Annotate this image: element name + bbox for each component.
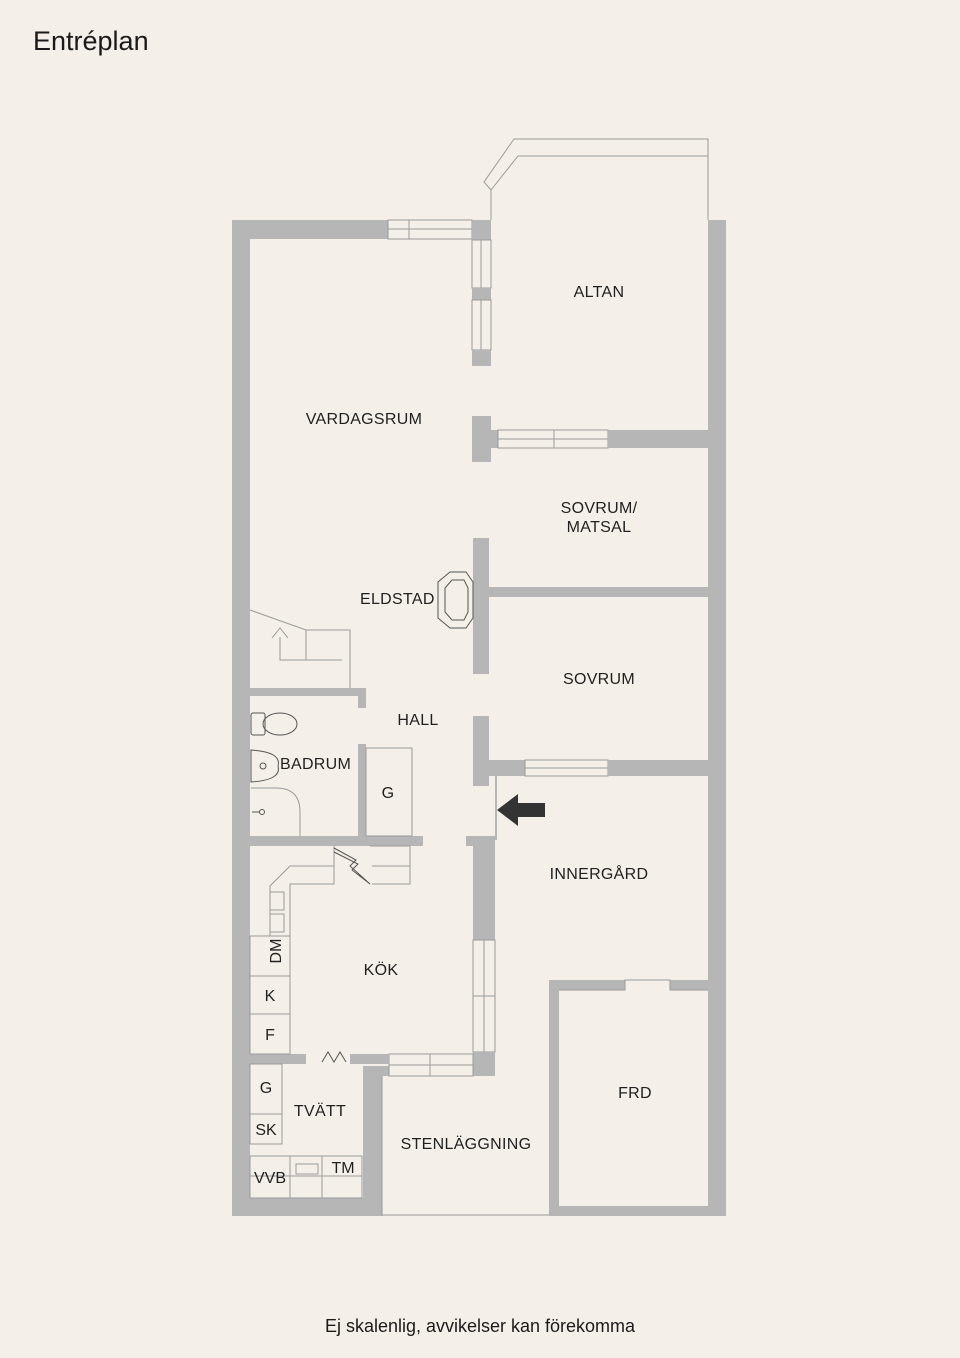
hall-label: HALL [397, 712, 438, 729]
folding-door [321, 1051, 347, 1063]
wall-sovrum-innergard [473, 716, 708, 840]
vvb-label: VVB [254, 1170, 286, 1187]
toilet-icon [250, 712, 298, 736]
f-label: F [265, 1027, 275, 1044]
window-kok-south [388, 1053, 474, 1077]
laundry-fixtures [249, 1063, 363, 1199]
wall-kok-innergard [466, 836, 496, 1076]
vardagsrum-label: VARDAGSRUM [306, 411, 423, 428]
fireplace-icon [437, 571, 474, 629]
hall-closet-label: G [382, 785, 395, 802]
kitchen-counter [249, 845, 411, 1055]
altan-label: ALTAN [574, 284, 625, 301]
eldstad-label: ELDSTAD [360, 591, 435, 608]
stenlaggning-outline [381, 1076, 549, 1216]
stairs [249, 609, 351, 688]
k-label: K [265, 988, 276, 1005]
sovrum-matsal-label-1: SOVRUM/ [561, 500, 638, 517]
exterior-walls [232, 220, 726, 1216]
tm-label: TM [331, 1160, 354, 1177]
dm-label: DM [268, 939, 285, 964]
stenlaggning-label: STENLÄGGNING [401, 1135, 532, 1153]
sk-label: SK [255, 1122, 277, 1139]
wall-sovrum-matsal [473, 538, 708, 674]
tvatt-label: TVÄTT [294, 1102, 346, 1120]
interior-walls [250, 688, 423, 1064]
wall-altan-sovrum [497, 429, 708, 449]
frd-label: FRD [618, 1085, 652, 1102]
kok-label: KÖK [364, 961, 399, 979]
electrical-panel-icon [333, 847, 371, 885]
scale-disclaimer: Ej skalenlig, avvikelser kan förekomma [324, 1316, 636, 1336]
tvatt-g-label: G [260, 1080, 272, 1097]
arrow-left-icon [497, 794, 545, 826]
page-title: Entréplan [33, 26, 149, 56]
altan-outline [483, 138, 709, 220]
sovrum-label: SOVRUM [563, 671, 635, 688]
hall-closet [365, 747, 413, 837]
frd-outline [559, 979, 708, 991]
window-top [387, 219, 473, 240]
sovrum-matsal-label-2: MATSAL [567, 519, 632, 536]
badrum-label: BADRUM [280, 756, 351, 773]
shower-icon [251, 787, 301, 836]
sink-icon [250, 749, 279, 783]
innergard-label: INNERGÅRD [550, 864, 649, 883]
wall-vardagsrum-altan [471, 220, 498, 462]
